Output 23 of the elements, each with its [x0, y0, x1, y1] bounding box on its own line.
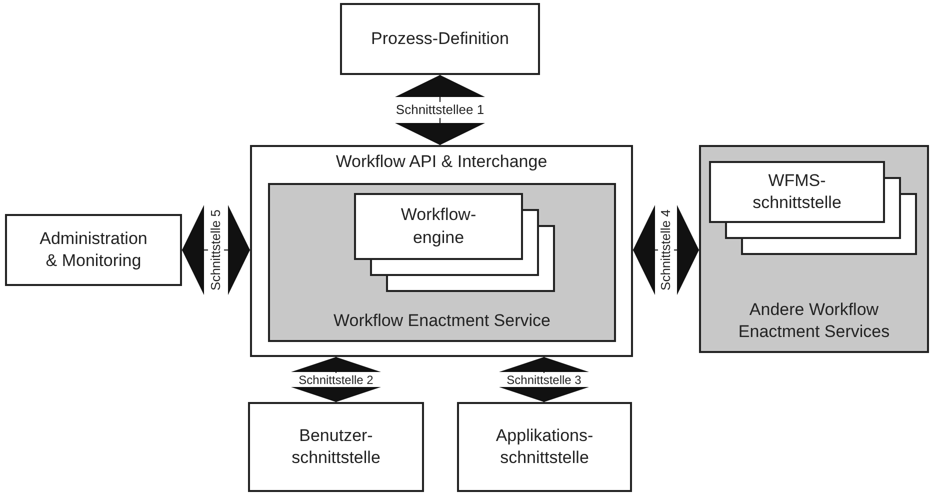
service-panel [699, 145, 929, 353]
process-box [340, 3, 540, 75]
double-arrow [291, 356, 381, 402]
node-label: Andere Workflow Enactment Services [737, 298, 891, 343]
node-label: Workflow API & Interchange [334, 151, 548, 173]
node-label: Prozess-Definition [370, 28, 510, 50]
node-label: Benutzer-schnittstelle [290, 424, 382, 469]
process-box [248, 402, 424, 492]
node-label: Workflow Enactment Service [332, 310, 552, 332]
service-panel [268, 183, 616, 342]
stacked-box [354, 193, 555, 292]
process-box [457, 402, 632, 492]
double-arrow [395, 74, 485, 146]
stacked-box [709, 161, 917, 255]
process-box [5, 214, 182, 286]
node-label: WFMS-schnittstelle [752, 170, 842, 214]
double-arrow [499, 356, 589, 402]
node-label: Applikations-schnittstelle [494, 424, 594, 469]
container-box [250, 145, 633, 357]
node-label: Workflow-engine [400, 204, 478, 248]
node-label: Administration & Monitoring [38, 228, 148, 272]
double-arrow [632, 205, 700, 295]
double-arrow [182, 205, 250, 295]
